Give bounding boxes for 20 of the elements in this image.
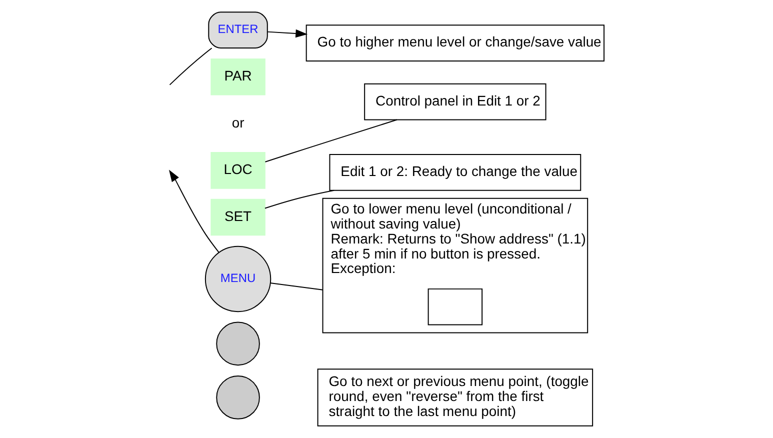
label: or <box>232 114 244 130</box>
arrow <box>267 29 308 38</box>
node-box: Edit 1 or 2: Ready to change the value <box>329 154 582 191</box>
node-box: LOC <box>210 152 266 189</box>
node-box: Go to higher menu level or change/save value <box>306 24 605 62</box>
node-circle <box>216 376 260 420</box>
connector <box>264 190 335 209</box>
node-box: Control panel in Edit 1 or 2 <box>364 83 546 120</box>
arrow <box>168 170 220 253</box>
node-box: PAR <box>210 58 266 96</box>
connector <box>264 119 398 162</box>
node-circle <box>216 322 260 366</box>
connector <box>169 48 212 86</box>
node-box: ENTER <box>208 12 268 48</box>
cluster: Go to lower menu level (unconditional / without saving value) Remark: Returns to "Show address" (1.1) after 5 min if no button is pressed. Exception: <box>322 198 588 334</box>
connector <box>270 282 324 290</box>
node-box <box>428 288 483 326</box>
node-box: Go to next or previous menu point, (toggle round, even "reverse" from the first straight to the last menu point) <box>317 368 594 426</box>
node-box: SET <box>210 198 266 236</box>
node-circle: MENU <box>204 246 272 312</box>
